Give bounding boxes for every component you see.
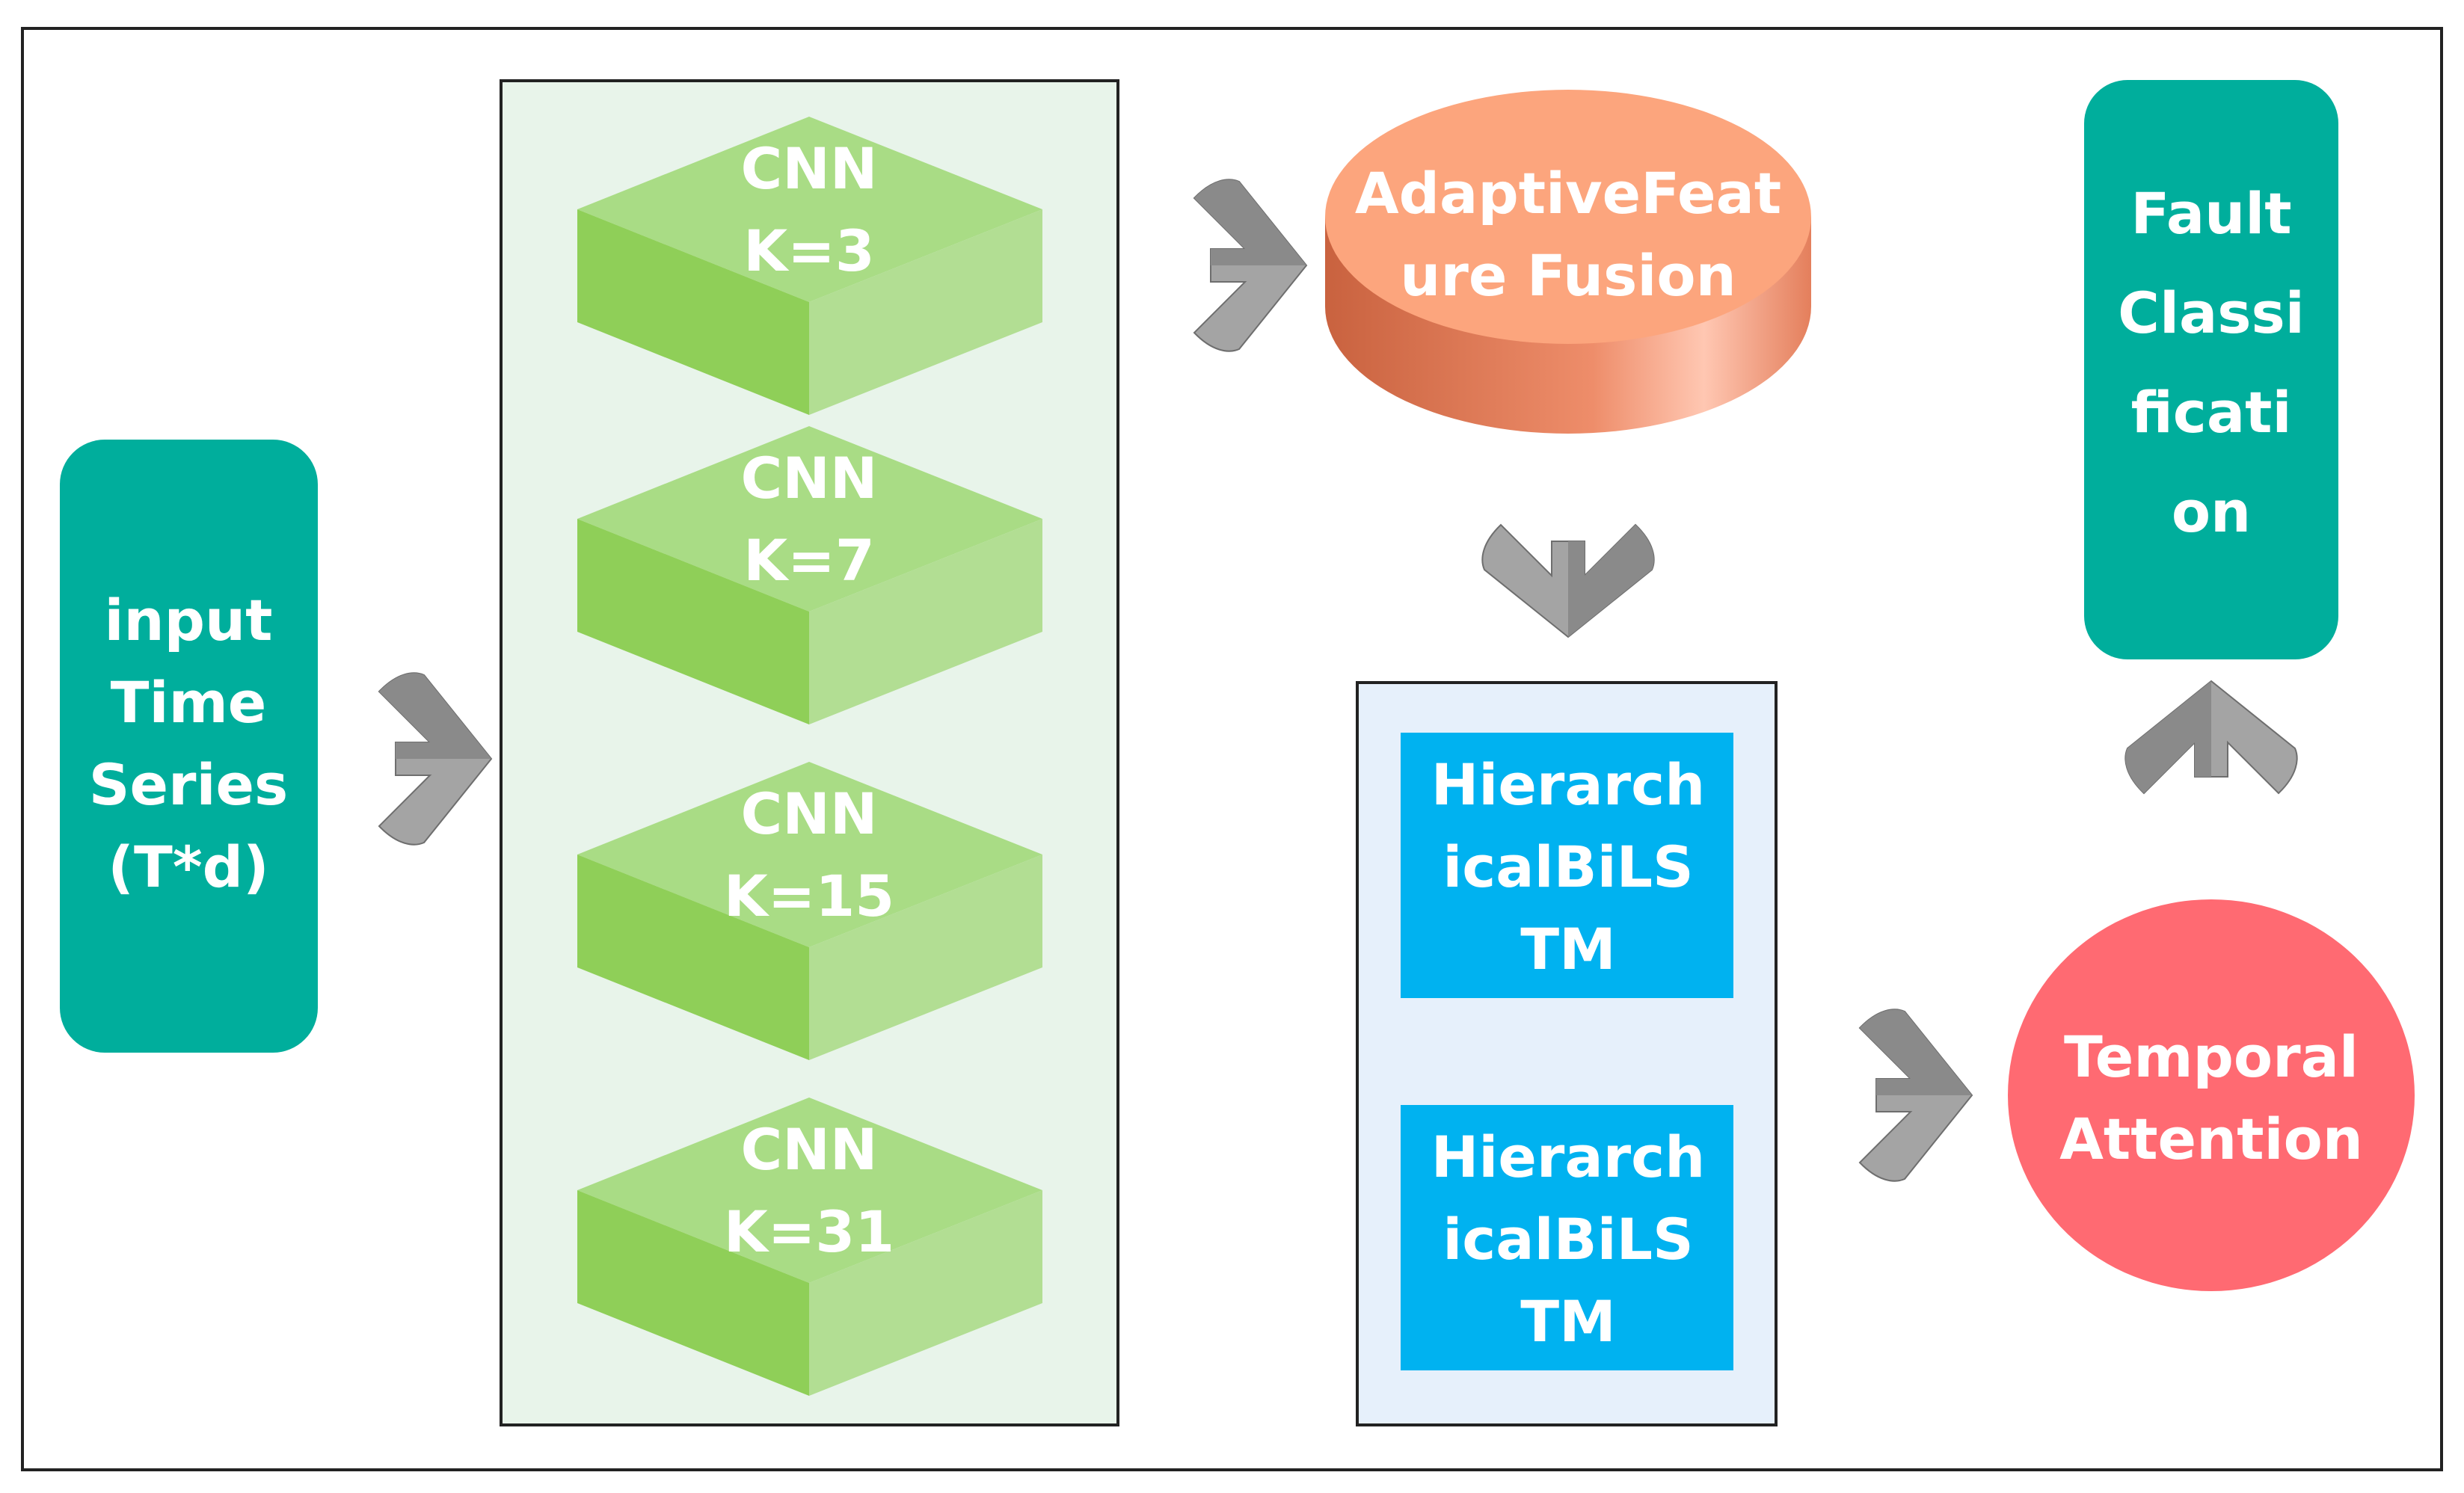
output-label-1: Fault	[2130, 180, 2291, 247]
fusion-label-2: ure Fusion	[1400, 242, 1736, 309]
cnn-block-3: CNN K=15	[577, 762, 1042, 1060]
bilstm-2-line-1: Hierarch	[1431, 1124, 1706, 1190]
attention-circle	[2008, 899, 2415, 1291]
input-label-1: input	[105, 587, 273, 653]
input-label-2: Time	[111, 669, 267, 736]
cnn-1-label: CNN	[741, 135, 878, 202]
bilstm-2-line-2: icalBiLS	[1443, 1206, 1694, 1272]
output-node-box	[2084, 80, 2338, 659]
cnn-3-label: CNN	[741, 781, 878, 847]
cnn-block-2: CNN K=7	[577, 426, 1042, 724]
attention-label-2: Attention	[2059, 1106, 2363, 1172]
attention-label-1: Temporal	[2064, 1023, 2359, 1090]
bilstm-1-line-2: icalBiLS	[1443, 834, 1694, 900]
cnn-block-4: CNN K=31	[577, 1098, 1042, 1396]
bilstm-2-line-3: TM	[1520, 1288, 1615, 1355]
input-node: input Time Series (T*d)	[60, 440, 318, 1053]
bilstm-2-box	[1401, 1105, 1733, 1370]
cnn-4-label: CNN	[741, 1116, 878, 1183]
bilstm-1-line-1: Hierarch	[1431, 751, 1706, 818]
attention-node: Temporal Attention	[2008, 899, 2415, 1291]
fusion-cylinder-top	[1325, 90, 1811, 344]
bilstm-1-line-3: TM	[1520, 916, 1615, 982]
input-node-box	[60, 440, 318, 1053]
output-label-3: ficati	[2130, 379, 2291, 446]
bilstm-block-2: Hierarch icalBiLS TM	[1401, 1105, 1733, 1370]
bilstm-1-box	[1401, 733, 1733, 998]
fusion-label-1: AdaptiveFeat	[1355, 160, 1781, 227]
outer-frame	[21, 27, 2443, 1471]
cnn-4-kernel: K=31	[724, 1198, 894, 1265]
input-label-3: Series	[89, 751, 289, 818]
output-label-4: on	[2172, 478, 2251, 545]
cnn-2-kernel: K=7	[743, 527, 874, 594]
bilstm-block-1: Hierarch icalBiLS TM	[1401, 733, 1733, 998]
cnn-3-kernel: K=15	[724, 863, 894, 929]
output-label-2: Classi	[2118, 280, 2305, 346]
fusion-node: AdaptiveFeat ure Fusion	[1325, 90, 1811, 434]
output-node: Fault Classi ficati on	[2084, 80, 2338, 659]
cnn-block-1: CNN K=3	[577, 117, 1042, 415]
cnn-2-label: CNN	[741, 445, 878, 511]
cnn-1-kernel: K=3	[743, 218, 874, 284]
input-label-4: (T*d)	[108, 834, 268, 900]
